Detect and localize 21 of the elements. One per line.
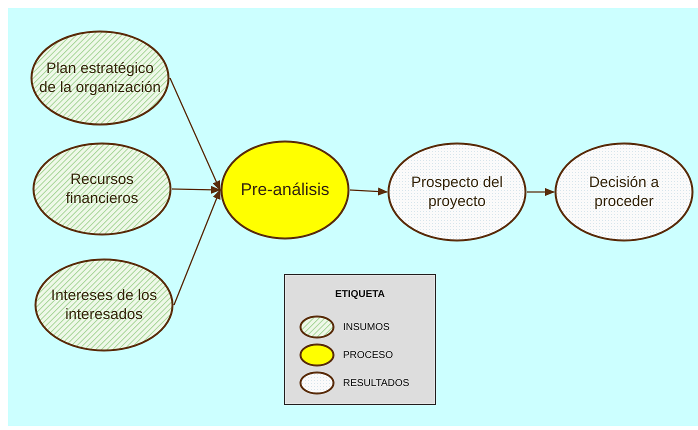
node-label: Pre-análisis	[240, 178, 330, 201]
arrow	[527, 188, 555, 196]
legend-label: PROCESO	[343, 350, 394, 360]
arrow	[169, 78, 221, 191]
node-label: Recursos financieros	[64, 170, 140, 208]
input-ellipse	[32, 142, 172, 236]
result-ellipse	[387, 142, 527, 242]
node-label: Prospecto del proyecto	[410, 172, 504, 212]
node-label: Plan estratégico de la organización	[38, 58, 162, 98]
legend-label: INSUMOS	[343, 322, 390, 332]
input-ellipse	[30, 30, 170, 126]
arrow	[172, 186, 221, 194]
node-label: Decisión a proceder	[588, 172, 660, 212]
node-label: Intereses de los interesados	[50, 286, 158, 324]
input-ellipse	[34, 258, 174, 352]
arrow	[173, 189, 221, 306]
legend-label: RESULTADOS	[343, 378, 410, 388]
arrow	[350, 188, 388, 196]
legend-title: ETIQUETA	[334, 289, 386, 300]
result-ellipse	[554, 142, 694, 242]
process-ellipse	[220, 140, 350, 240]
